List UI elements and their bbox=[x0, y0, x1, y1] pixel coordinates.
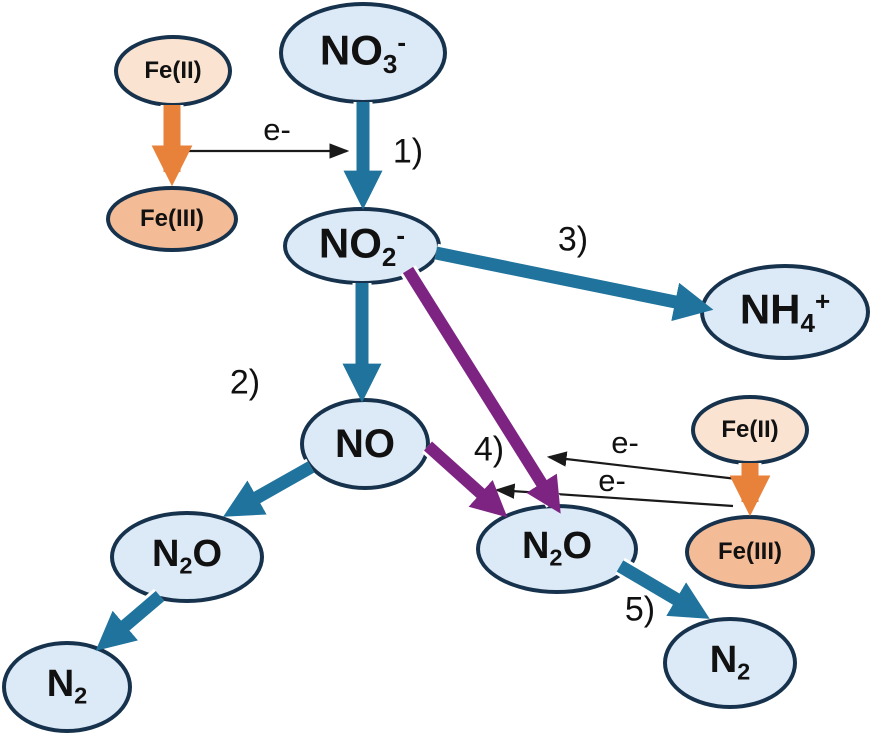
node-fe2-right-label: Fe(II) bbox=[721, 418, 778, 442]
label-post: O bbox=[562, 525, 593, 568]
node-dinitrogen-right-label: N2 bbox=[710, 641, 751, 684]
step-label-5: 5) bbox=[624, 590, 656, 629]
label-main: NO bbox=[318, 219, 382, 267]
node-nitric-oxide: NO bbox=[300, 398, 430, 490]
node-dinitrogen-right: N2 bbox=[663, 617, 797, 709]
label-main: Fe(III) bbox=[718, 538, 782, 565]
label-main: Fe(III) bbox=[140, 205, 204, 232]
electron-label-top: e- bbox=[263, 112, 291, 147]
label-sup: + bbox=[814, 286, 831, 317]
node-nitrate-label: NO3- bbox=[320, 29, 406, 77]
label-sub: 2 bbox=[737, 658, 751, 685]
node-fe2-left: Fe(II) bbox=[114, 35, 232, 107]
electron-label-right-lower: e- bbox=[598, 463, 626, 498]
label-main: NH bbox=[739, 285, 801, 333]
node-fe2-right: Fe(II) bbox=[691, 395, 809, 465]
label-sub: 2 bbox=[381, 241, 397, 272]
node-dinitrogen-left: N2 bbox=[2, 641, 132, 733]
node-nitrite: NO2- bbox=[283, 207, 441, 285]
node-ammonium-label: NH4+ bbox=[740, 288, 830, 336]
label-sub: 2 bbox=[74, 682, 88, 709]
node-nitrous-oxide-left-label: N2O bbox=[152, 535, 222, 578]
arrow-electron-right-upper bbox=[546, 451, 738, 481]
node-fe3-left-label: Fe(III) bbox=[140, 207, 204, 231]
label-main: N bbox=[151, 533, 180, 576]
node-nitrous-oxide-left: N2O bbox=[110, 511, 264, 603]
label-sup: - bbox=[396, 220, 406, 251]
node-dinitrogen-left-label: N2 bbox=[47, 665, 88, 708]
label-sup: - bbox=[397, 27, 407, 58]
step-label-3: 3) bbox=[557, 220, 589, 259]
label-sub: 4 bbox=[800, 307, 815, 338]
arrow-n2o-left-to-n2-left bbox=[95, 588, 167, 651]
label-main: Fe(II) bbox=[144, 57, 202, 84]
label-sub: 2 bbox=[179, 552, 193, 579]
label-post: O bbox=[192, 533, 223, 576]
node-fe3-right-label: Fe(III) bbox=[718, 540, 782, 564]
node-nitrate: NO3- bbox=[279, 2, 447, 104]
label-sub: 3 bbox=[382, 48, 398, 79]
node-nitric-oxide-label: NO bbox=[335, 424, 395, 464]
arrow-no2-to-nh4 bbox=[434, 243, 714, 322]
step-label-1: 1) bbox=[392, 132, 424, 171]
step-label-4: 4) bbox=[473, 430, 505, 469]
label-main: NO bbox=[335, 422, 395, 466]
node-nitrous-oxide-right-label: N2O bbox=[522, 527, 592, 570]
electron-label-right-upper: e- bbox=[611, 425, 639, 460]
arrow-no-to-n2o-left bbox=[223, 458, 316, 519]
node-nitrite-label: NO2- bbox=[319, 222, 405, 270]
label-main: Fe(II) bbox=[721, 416, 779, 443]
label-main: N bbox=[521, 525, 550, 568]
node-fe3-right: Fe(III) bbox=[685, 515, 815, 589]
label-main: N bbox=[709, 639, 738, 682]
step-label-2: 2) bbox=[229, 363, 261, 402]
node-fe3-left: Fe(III) bbox=[106, 186, 238, 252]
label-main: NO bbox=[319, 26, 383, 74]
node-fe2-left-label: Fe(II) bbox=[144, 59, 201, 83]
node-ammonium: NH4+ bbox=[700, 264, 870, 360]
label-sub: 2 bbox=[549, 544, 563, 571]
node-nitrous-oxide-right: N2O bbox=[476, 504, 638, 594]
label-main: N bbox=[46, 663, 75, 706]
